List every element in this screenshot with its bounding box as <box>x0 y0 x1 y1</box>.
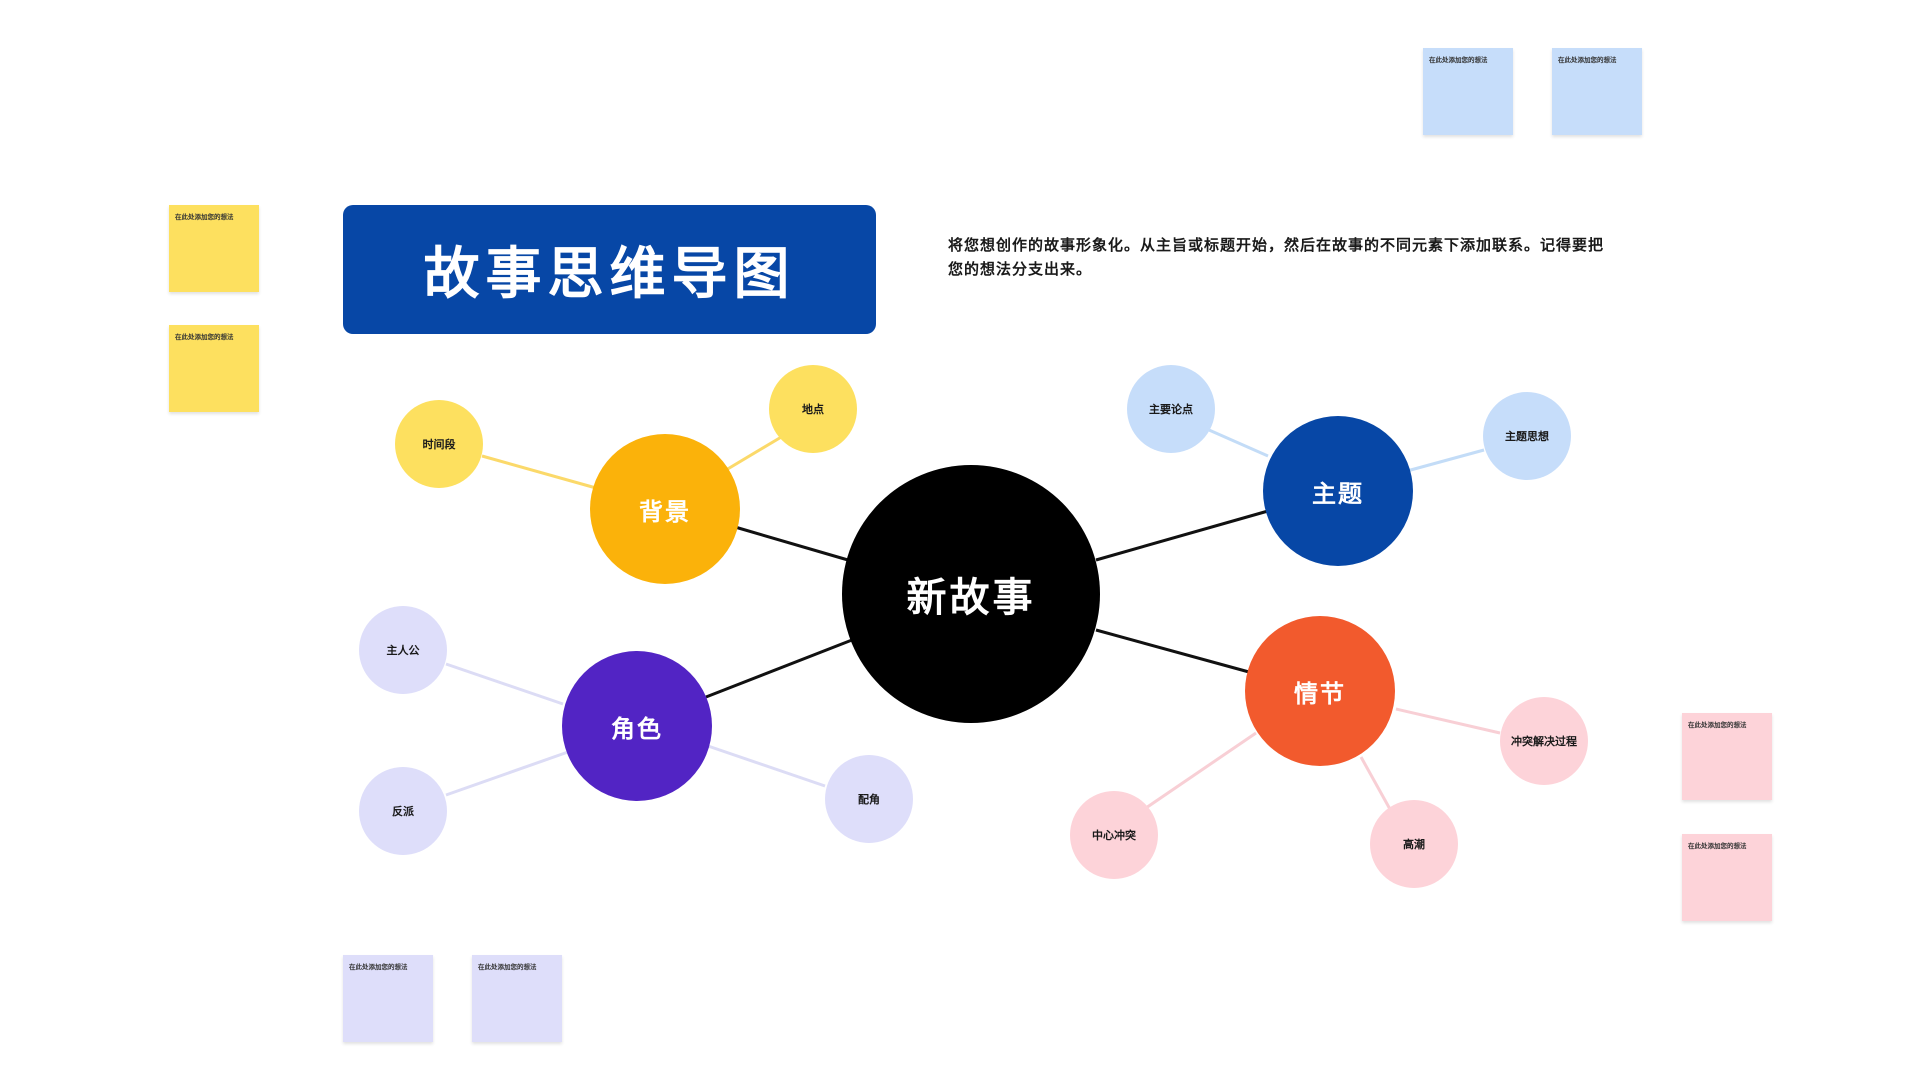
sticky-note-text: 在此处添加您的想法 <box>1558 56 1617 64</box>
subnode-location[interactable]: 地点 <box>769 365 857 453</box>
branch-label-background: 背景 <box>639 497 691 526</box>
connector-background-location <box>725 434 784 472</box>
connector-theme-argument <box>1208 428 1269 458</box>
connector-theme-idea <box>1406 448 1485 473</box>
branch-node-character[interactable]: 角色 <box>562 651 712 801</box>
sticky-note-blue[interactable]: 在此处添加您的想法 <box>1423 48 1513 135</box>
subnode-label: 配角 <box>858 793 880 806</box>
subnode-label: 主要论点 <box>1149 403 1193 416</box>
subnode-label: 中心冲突 <box>1092 829 1136 842</box>
sticky-note-text: 在此处添加您的想法 <box>349 963 408 971</box>
branch-node-background[interactable]: 背景 <box>590 434 740 584</box>
page-title: 故事思维导图 <box>423 242 796 307</box>
subnode-theme-idea[interactable]: 主题思想 <box>1483 392 1571 480</box>
sticky-note-text: 在此处添加您的想法 <box>478 963 537 971</box>
connector-center-character <box>705 638 853 699</box>
sticky-note-text: 在此处添加您的想法 <box>1688 721 1747 729</box>
branch-node-theme[interactable]: 主题 <box>1263 416 1413 566</box>
sticky-note-text: 在此处添加您的想法 <box>175 213 234 221</box>
connector-character-villain <box>445 750 569 797</box>
connector-plot-resolution <box>1395 707 1501 735</box>
connector-center-background <box>734 525 849 562</box>
sticky-note-text: 在此处添加您的想法 <box>1688 842 1747 850</box>
subnode-central-conflict[interactable]: 中心冲突 <box>1070 791 1158 879</box>
subnode-label: 主题思想 <box>1505 430 1549 443</box>
subnode-protagonist[interactable]: 主人公 <box>359 606 447 694</box>
connector-character-supporting <box>707 744 826 788</box>
connector-center-theme <box>1095 509 1269 562</box>
sticky-note-lavender[interactable]: 在此处添加您的想法 <box>472 955 562 1042</box>
connector-center-plot <box>1095 628 1250 674</box>
description-text[interactable]: 将您想创作的故事形象化。从主旨或标题开始，然后在故事的不同元素下添加联系。记得要… <box>948 236 1605 278</box>
connector-plot-conflict <box>1142 731 1257 812</box>
subnode-label: 主人公 <box>386 644 420 657</box>
subnode-label: 反派 <box>392 805 414 818</box>
connector-character-protagonist <box>445 662 564 706</box>
branch-label-character: 角色 <box>611 714 663 743</box>
branch-label-theme: 主题 <box>1312 479 1364 508</box>
connector-plot-climax <box>1359 756 1393 812</box>
sticky-note-blue[interactable]: 在此处添加您的想法 <box>1552 48 1642 135</box>
subnode-label: 高潮 <box>1403 838 1425 851</box>
center-node[interactable]: 新故事 <box>842 465 1100 723</box>
connector-background-timeperiod <box>481 454 597 490</box>
sticky-note-yellow[interactable]: 在此处添加您的想法 <box>169 325 259 412</box>
center-node-label: 新故事 <box>906 575 1036 621</box>
sticky-note-pink[interactable]: 在此处添加您的想法 <box>1682 713 1772 800</box>
branch-node-plot[interactable]: 情节 <box>1245 616 1395 766</box>
subnode-time-period[interactable]: 时间段 <box>395 400 483 488</box>
subnode-resolution[interactable]: 冲突解决过程 <box>1500 697 1588 785</box>
subnode-villain[interactable]: 反派 <box>359 767 447 855</box>
subnode-label: 时间段 <box>422 438 456 451</box>
sticky-note-text: 在此处添加您的想法 <box>175 333 234 341</box>
subnode-supporting[interactable]: 配角 <box>825 755 913 843</box>
subnode-label: 地点 <box>802 403 824 416</box>
subnode-label: 冲突解决过程 <box>1511 735 1577 748</box>
sticky-note-yellow[interactable]: 在此处添加您的想法 <box>169 205 259 292</box>
sticky-note-pink[interactable]: 在此处添加您的想法 <box>1682 834 1772 921</box>
subnode-main-argument[interactable]: 主要论点 <box>1127 365 1215 453</box>
sticky-note-text: 在此处添加您的想法 <box>1429 56 1488 64</box>
branch-label-plot: 情节 <box>1294 679 1346 708</box>
title-banner[interactable]: 故事思维导图 <box>343 205 876 334</box>
subnode-climax[interactable]: 高潮 <box>1370 800 1458 888</box>
sticky-note-lavender[interactable]: 在此处添加您的想法 <box>343 955 433 1042</box>
